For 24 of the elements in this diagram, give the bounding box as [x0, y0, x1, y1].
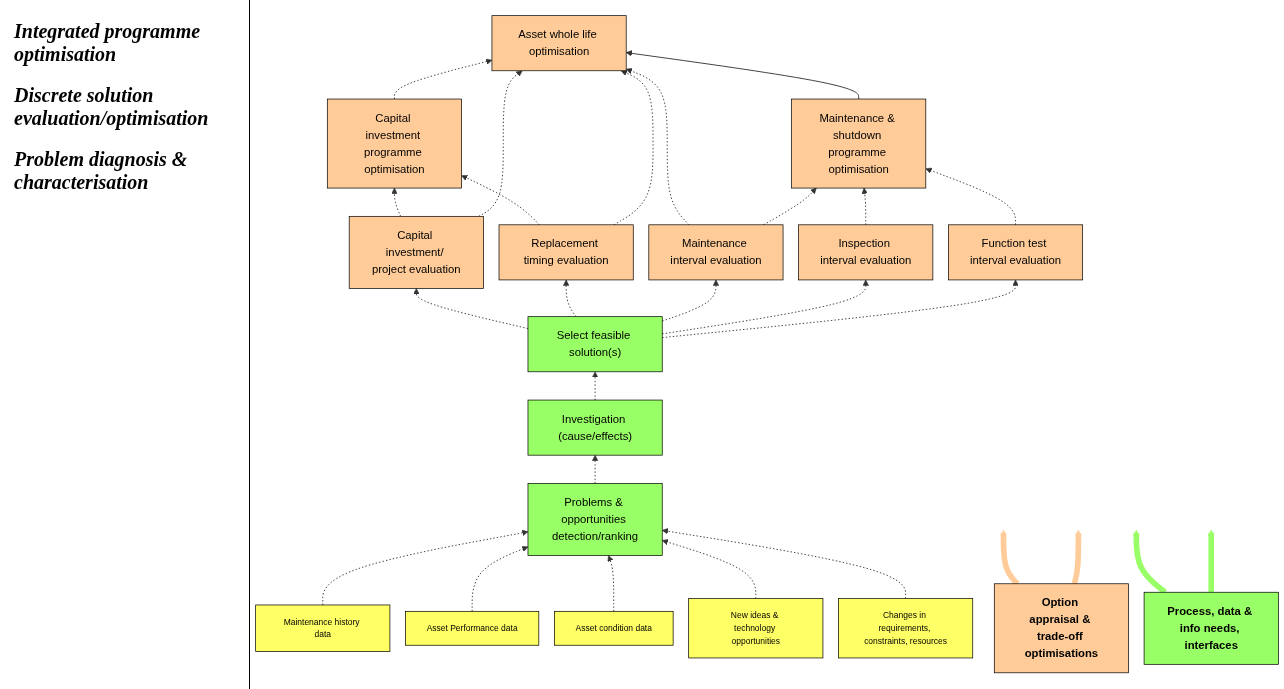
arrow	[1071, 530, 1082, 585]
node-box: Problems & opportunities detection/ranking	[527, 483, 663, 557]
section-heading: Problem diagnosis & characterisation	[14, 148, 189, 194]
section-heading: Integrated programme optimisation	[14, 20, 202, 66]
arrow	[1208, 530, 1215, 593]
node-box: Maintenance history data	[255, 604, 391, 653]
node-box: Inspection interval evaluation	[798, 224, 934, 281]
node-box: Option appraisal & trade-off optimisations	[993, 583, 1129, 674]
node-box: Asset Performance data	[405, 611, 540, 646]
arrow	[1000, 530, 1020, 586]
node-box: Asset whole life optimisation	[491, 15, 627, 72]
node-box: Changes in requirements, constraints, resources	[838, 598, 974, 659]
node-box: Capital investment programme optimisation	[326, 98, 462, 189]
node-box: New ideas & technology opportunities	[688, 598, 824, 659]
node-box: Asset condition data	[554, 611, 674, 646]
node-box: Capital investment/ project evaluation	[348, 216, 484, 290]
node-box: Select feasible solution(s)	[527, 316, 663, 373]
node-box: Maintenance interval evaluation	[648, 224, 784, 281]
node-box: Maintenance & shutdown programme optimisation	[791, 98, 927, 189]
node-box: Function test interval evaluation	[948, 224, 1083, 281]
node-box: Investigation (cause/effects)	[527, 399, 663, 456]
node-box: Replacement timing evaluation	[498, 224, 634, 281]
node-box: Process, data & info needs, interfaces	[1143, 592, 1279, 665]
section-heading: Discrete solution evaluation/optimisation	[14, 84, 210, 130]
